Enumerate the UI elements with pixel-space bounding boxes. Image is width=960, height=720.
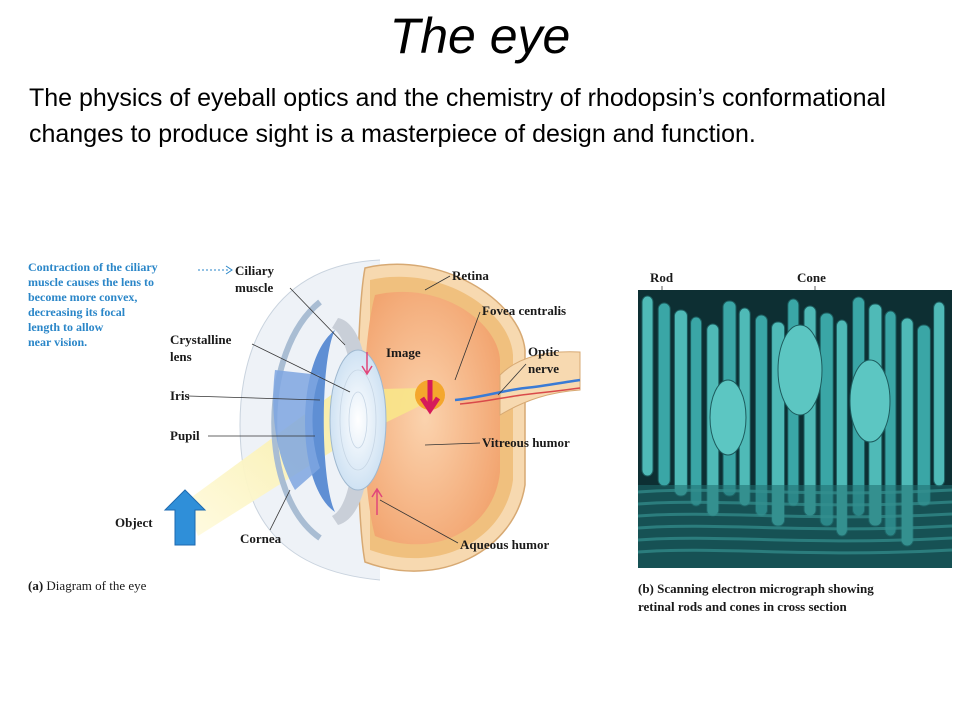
- leader-fovea: [454, 311, 481, 381]
- label-cone: Cone: [797, 270, 826, 285]
- leader-iris: [187, 395, 321, 401]
- label-cornea: Cornea: [240, 531, 282, 546]
- cone-cell: [777, 324, 823, 416]
- label-iris: Iris: [170, 388, 190, 403]
- label-crystalline-2: lens: [170, 349, 192, 364]
- label-image: Image: [386, 345, 421, 360]
- contraction-arrow-bottom-icon: [371, 487, 383, 515]
- label-fovea: Fovea centralis: [482, 303, 566, 318]
- rod-cell: [690, 316, 703, 507]
- leader-aqueous: [379, 499, 459, 544]
- rod-cell: [933, 301, 946, 487]
- leader-ciliary: [289, 287, 346, 346]
- label-optic-1: Optic: [528, 344, 559, 359]
- optic-nerve-shape: [499, 351, 581, 416]
- caption-a: (a) Diagram of the eye: [28, 578, 147, 593]
- micrograph-figure: Rod Cone (b) Scanning electron micrograp…: [637, 270, 952, 614]
- leader-optic: [497, 363, 527, 396]
- cone-cell: [849, 359, 891, 443]
- image-arrow-icon: [419, 380, 441, 415]
- label-object: Object: [115, 515, 153, 530]
- intro-paragraph: The physics of eyeball optics and the ch…: [29, 84, 886, 148]
- contraction-arrow-top-icon: [361, 352, 373, 376]
- lens-ring: [339, 369, 377, 471]
- label-optic-2: nerve: [528, 361, 559, 376]
- leader-crystalline: [251, 343, 351, 393]
- caption-b-line-2: retinal rods and cones in cross section: [638, 599, 848, 614]
- note-pointer-head-icon: [225, 265, 233, 275]
- object-arrow-icon: [163, 489, 207, 546]
- cone-cell: [709, 379, 747, 456]
- rod-cell: [641, 295, 654, 477]
- ciliary-note: Contraction of the ciliary muscle causes…: [28, 260, 161, 349]
- label-ciliary-2: muscle: [235, 280, 274, 295]
- label-rod: Rod: [650, 270, 674, 285]
- rod-cell: [673, 309, 688, 497]
- optic-vessel-red: [459, 387, 581, 405]
- rod-cell: [916, 324, 931, 507]
- label-vitreous: Vitreous humor: [482, 435, 570, 450]
- eye-diagram: Contraction of the ciliary muscle causes…: [28, 259, 581, 593]
- label-retina: Retina: [452, 268, 489, 283]
- label-crystalline-1: Crystalline: [170, 332, 232, 347]
- label-ciliary-1: Ciliary: [235, 263, 274, 278]
- sem-lower-band: [638, 485, 952, 568]
- leader-cornea: [269, 489, 291, 531]
- rod-cell: [657, 302, 671, 487]
- lens-ring-2: [348, 391, 368, 449]
- label-pupil: Pupil: [170, 428, 200, 443]
- label-aqueous: Aqueous humor: [460, 537, 549, 552]
- leader-vitreous: [424, 442, 481, 446]
- optic-vessel: [454, 378, 581, 402]
- cornea-shape: [271, 299, 322, 541]
- crystalline-lens-shape: [329, 349, 387, 491]
- vitreous-humor-body: [363, 291, 500, 545]
- caption-b-line-1: (b) Scanning electron micrograph showing: [638, 581, 874, 596]
- ciliary-muscle-bottom: [332, 480, 365, 525]
- leader-retina: [424, 275, 451, 291]
- page-title: The eye: [389, 8, 571, 64]
